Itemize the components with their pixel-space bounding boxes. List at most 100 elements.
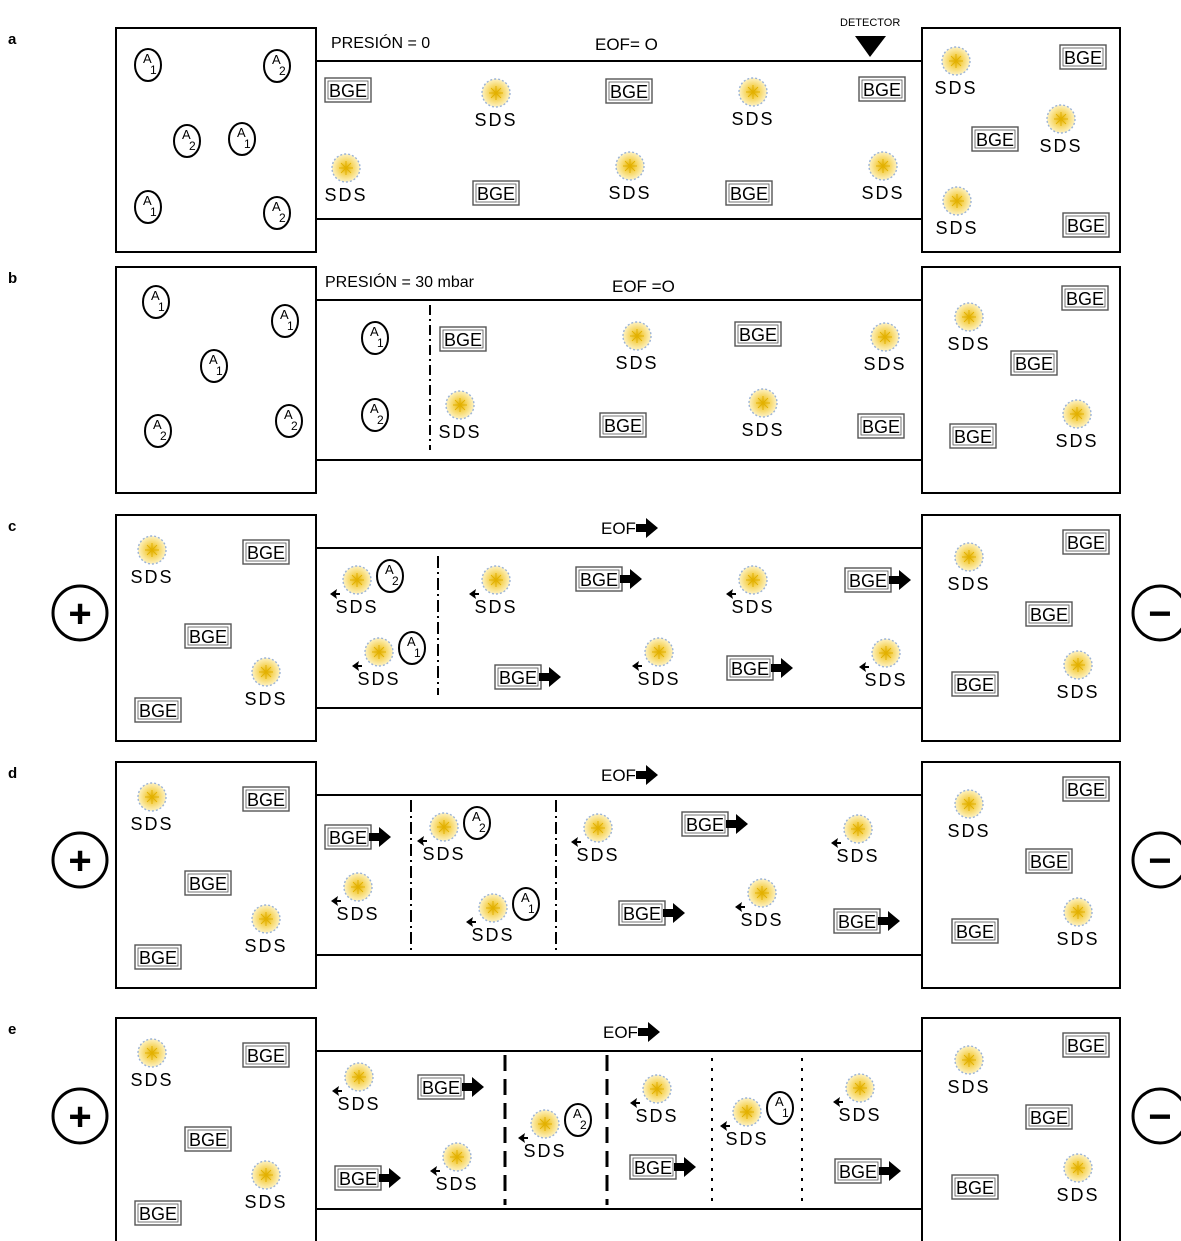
sds-micelle: SDS xyxy=(438,390,480,442)
analyte-subscript: 1 xyxy=(158,300,165,314)
bge-label: BGE xyxy=(604,416,642,436)
analyte-letter: A xyxy=(775,1094,784,1109)
sds-micelle: SDS xyxy=(130,782,172,834)
bge-label: BGE xyxy=(739,325,777,345)
bge-label: BGE xyxy=(1015,354,1053,374)
sds-label: SDS xyxy=(422,844,465,864)
bge-box: BGE xyxy=(184,623,232,649)
bge-box: BGE xyxy=(417,1074,484,1100)
eof-label: EOF xyxy=(601,519,636,538)
bge-box: BGE xyxy=(725,180,773,206)
cathode-electrode: − xyxy=(1131,584,1181,642)
analyte-letter: A xyxy=(370,401,379,416)
bge-label: BGE xyxy=(686,815,724,835)
analyte-a1: A1 xyxy=(271,304,299,338)
sds-micelle: SDS xyxy=(244,904,286,956)
bge-box: BGE xyxy=(1062,212,1110,238)
bge-box: BGE xyxy=(1062,1032,1110,1058)
sds-label: SDS xyxy=(357,669,400,689)
sds-micelle: SDS xyxy=(731,77,773,129)
sds-label: SDS xyxy=(947,821,990,841)
eof-indicator: EOF xyxy=(603,1022,660,1042)
sds-label: SDS xyxy=(741,420,784,440)
bge-box: BGE xyxy=(858,76,906,102)
sds-analyte-complex-a2: SDS A2 xyxy=(417,806,491,864)
bge-label: BGE xyxy=(247,1046,285,1066)
sds-micelle: SDS xyxy=(130,1038,172,1090)
sds-label: SDS xyxy=(435,1174,478,1194)
sds-micelle: SDS xyxy=(947,1045,989,1097)
bge-box: BGE xyxy=(726,655,793,681)
analyte-a1: A1 xyxy=(766,1091,794,1125)
sds-micelle: SDS xyxy=(331,872,379,924)
sds-micelle: SDS xyxy=(244,657,287,709)
sds-micelle: SDS xyxy=(324,153,366,205)
bge-box: BGE xyxy=(134,1200,182,1226)
bge-box: BGE xyxy=(834,1158,901,1184)
analyte-a2: A2 xyxy=(173,124,201,158)
eof-label: EOF xyxy=(603,1023,638,1042)
analyte-subscript: 1 xyxy=(216,364,223,378)
sds-micelle: SDS xyxy=(863,322,905,374)
sds-label: SDS xyxy=(615,353,658,373)
analyte-a1: A1 xyxy=(398,631,426,665)
bge-label: BGE xyxy=(1067,1036,1105,1056)
bge-label: BGE xyxy=(329,828,367,848)
sds-micelle: SDS xyxy=(1056,897,1098,949)
sds-label: SDS xyxy=(836,846,879,866)
bge-label: BGE xyxy=(477,184,515,204)
analyte-letter: A xyxy=(272,199,281,214)
bge-box: BGE xyxy=(242,1042,290,1068)
bge-box: BGE xyxy=(605,78,653,104)
analyte-letter: A xyxy=(237,125,246,140)
bge-box: BGE xyxy=(472,180,520,206)
bge-label: BGE xyxy=(1067,780,1105,800)
bge-label: BGE xyxy=(339,1169,377,1189)
bge-label: BGE xyxy=(954,427,992,447)
analyte-subscript: 1 xyxy=(782,1106,789,1120)
analyte-a2: A2 xyxy=(376,559,404,593)
bge-label: BGE xyxy=(730,184,768,204)
sds-micelle: SDS xyxy=(1055,399,1097,451)
panel-letter: c xyxy=(8,518,16,535)
bge-label: BGE xyxy=(329,81,367,101)
sds-micelle: SDS xyxy=(608,151,651,203)
sds-label: SDS xyxy=(608,183,651,203)
sds-micelle: SDS xyxy=(859,638,906,690)
analyte-a1: A1 xyxy=(142,285,170,319)
sds-micelle: SDS xyxy=(726,565,773,617)
sds-label: SDS xyxy=(1039,136,1082,156)
analyte-subscript: 1 xyxy=(150,205,157,219)
sds-label: SDS xyxy=(244,689,287,709)
bge-label: BGE xyxy=(623,904,661,924)
analyte-a1: A1 xyxy=(134,48,162,82)
bge-label: BGE xyxy=(731,659,769,679)
cathode-electrode-symbol: − xyxy=(1148,839,1171,883)
analyte-a2: A2 xyxy=(263,49,291,83)
analyte-a2: A2 xyxy=(463,806,491,840)
analyte-subscript: 2 xyxy=(160,429,167,443)
analyte-letter: A xyxy=(143,193,152,208)
sds-micelle: SDS xyxy=(720,1097,767,1149)
sds-micelle: SDS xyxy=(571,813,618,865)
analyte-letter: A xyxy=(280,307,289,322)
eof-label: EOF =O xyxy=(612,277,675,296)
sds-micelle: SDS xyxy=(244,1160,287,1212)
sds-micelle: SDS xyxy=(947,542,989,594)
analyte-letter: A xyxy=(573,1106,582,1121)
bge-label: BGE xyxy=(139,701,177,721)
bge-box: BGE xyxy=(184,1126,232,1152)
sds-label: SDS xyxy=(336,904,379,924)
bge-label: BGE xyxy=(956,922,994,942)
sds-label: SDS xyxy=(244,1192,287,1212)
bge-label: BGE xyxy=(1030,852,1068,872)
analyte-a1: A1 xyxy=(512,887,540,921)
analyte-letter: A xyxy=(143,51,152,66)
bge-box: BGE xyxy=(242,539,290,565)
sds-label: SDS xyxy=(130,567,173,587)
sds-label: SDS xyxy=(947,334,990,354)
